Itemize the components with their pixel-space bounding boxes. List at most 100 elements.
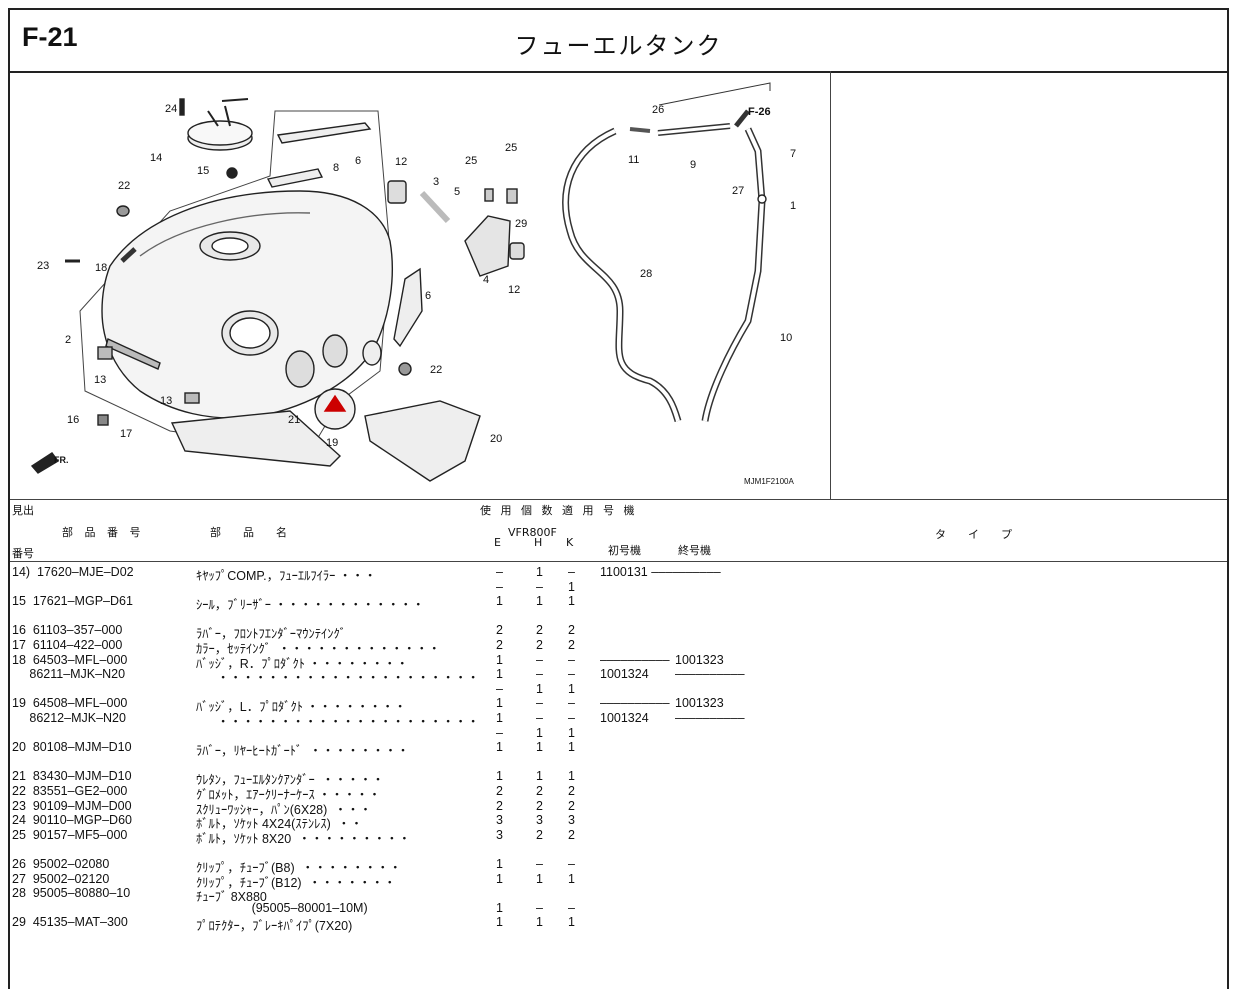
row-qty-h: – [536,667,543,682]
svg-text:25: 25 [465,155,477,167]
svg-text:23: 23 [37,260,49,272]
row-last-frame: 1001323 [675,652,724,667]
svg-text:20: 20 [490,433,502,445]
row-qty-e: 1 [496,740,503,755]
row-qty-h: – [536,857,543,871]
row-qty-e: – [496,579,503,594]
row-qty-k: 1 [568,871,575,886]
row-part-name: ・・・・・・・・・・・・・・・・・・・・・ [196,715,480,729]
row-qty-e: – [496,565,503,579]
row-part-number: 25 90157–MF5–000 [12,827,128,842]
row-part-name: ｽｸﾘｭｰﾜｯｼｬｰ，ﾊﾟﾝ(6X28) ・・・ [196,802,372,817]
figure-code: F-21 [22,22,78,52]
svg-text:13: 13 [94,374,106,386]
row-qty-h: – [536,579,543,594]
row-qty-h: 1 [536,681,543,696]
row-qty-e: 1 [496,857,503,871]
svg-text:5: 5 [454,186,460,198]
row-part-number: 14) 17620–MJE–D02 [12,565,134,579]
row-qty-h: 1 [536,740,543,755]
row-qty-k: 3 [568,813,575,828]
diagram-blank-area [831,71,1227,499]
svg-text:1: 1 [790,200,796,212]
svg-text:2: 2 [65,334,71,346]
row-part-number: 86212–MJK–N20 [12,711,126,725]
page-title: フューエルタンク [514,32,723,60]
row-qty-k: 2 [568,827,575,842]
row-qty-e: 1 [496,871,503,886]
row-part-number: 18 64503–MFL–000 [12,652,128,667]
row-qty-e: 2 [496,784,503,798]
row-part-name: ﾊﾞｯｼﾞ，L．ﾌﾟﾛﾀﾞｸﾄ ・・・・・・・・ [196,700,407,715]
svg-text:14: 14 [150,152,162,164]
svg-text:26: 26 [652,104,664,116]
row-qty-e: 2 [496,798,503,813]
row-qty-h: 2 [536,784,543,798]
svg-text:17: 17 [120,428,132,440]
divider [10,561,1227,562]
row-qty-e: 1 [496,652,503,667]
row-part-name: ｸﾘｯﾌﾟ，ﾁｭｰﾌﾞ(B8) ・・・・・・・・ [196,861,402,875]
row-first-frame: 1100131 –––––––––– [600,565,721,579]
row-qty-k: – [568,711,575,725]
row-part-name: ｼｰﾙ，ﾌﾞﾘｰｻﾞｰ ・・・・・・・・・・・・ [196,598,425,613]
row-qty-e: 1 [496,594,503,609]
col-h: H [534,536,543,549]
row-part-name: ﾎﾞﾙﾄ，ｿｹｯﾄ 4X24(ｽﾃﾝﾚｽ) ・・ [196,817,363,832]
row-qty-k: – [568,900,575,915]
row-qty-h: 3 [536,813,543,828]
row-qty-e: 2 [496,638,503,652]
row-qty-h: 2 [536,798,543,813]
svg-text:11: 11 [628,154,639,166]
col-k: K [566,536,574,549]
svg-text:16: 16 [67,414,79,426]
svg-text:3: 3 [433,176,439,188]
svg-text:12: 12 [395,156,407,168]
row-qty-k: 2 [568,784,575,798]
svg-text:21: 21 [288,414,300,426]
svg-text:4: 4 [483,274,489,286]
row-part-name: ﾊﾞｯｼﾞ，R．ﾌﾟﾛﾀﾞｸﾄ ・・・・・・・・ [196,656,409,671]
row-qty-k: – [568,857,575,871]
row-qty-e: 1 [496,711,503,725]
svg-text:10: 10 [780,332,792,344]
row-qty-k: 2 [568,623,575,638]
row-part-name: ﾁｭｰﾌﾞ 8X880 [196,890,267,905]
svg-text:FR.: FR. [54,455,69,465]
row-part-number: 29 45135–MAT–300 [12,915,128,930]
row-part-number: 22 83551–GE2–000 [12,784,128,798]
svg-text:29: 29 [515,218,527,230]
row-first-frame: –––––––––– [600,652,670,667]
row-qty-h: 1 [536,594,543,609]
row-part-name: ﾌﾟﾛﾃｸﾀｰ，ﾌﾞﾚｰｷﾊﾟｲﾌﾟ(7X20) [196,919,353,934]
row-qty-k: 2 [568,798,575,813]
row-part-number: 26 95002–02080 [12,857,110,871]
svg-text:22: 22 [430,364,442,376]
svg-text:28: 28 [640,268,652,280]
midashi-label: 見出 [12,504,34,517]
svg-text:12: 12 [508,284,520,296]
usage-header: 使 用 個 数 適 用 号 機 [480,504,638,517]
svg-text:24: 24 [165,103,177,115]
row-last-frame: 1001323 [675,696,724,711]
row-qty-k: 1 [568,915,575,930]
row-qty-h: 1 [536,871,543,886]
row-qty-h: 2 [536,827,543,842]
row-qty-h: 1 [536,565,543,579]
row-part-number: 86211–MJK–N20 [12,667,126,682]
row-qty-k: 1 [568,681,575,696]
row-qty-h: – [536,711,543,725]
row-qty-k: – [568,652,575,667]
svg-text:8: 8 [333,162,339,174]
column-headers: 見出 番号 部 品 番 号 部 品 名 使 用 個 数 適 用 号 機 VFR8… [10,500,1227,562]
svg-text:7: 7 [790,148,796,160]
svg-text:9: 9 [690,159,696,171]
row-part-name: ﾎﾞﾙﾄ，ｿｹｯﾄ 8X20 ・・・・・・・・・ [196,831,411,846]
row-part-name: ﾗﾊﾞｰ，ﾘﾔｰﾋｰﾄｶﾞｰﾄﾞ ・・・・・・・・ [196,744,410,759]
row-qty-h: 1 [536,769,543,784]
part-name-header: 部 品 名 [210,526,287,539]
svg-text:22: 22 [118,180,130,192]
row-part-name: ﾗﾊﾞｰ，ﾌﾛﾝﾄﾌｴﾝﾀﾞｰﾏｳﾝﾃｲﾝｸﾞ [196,627,347,642]
model-header: VFR800F [508,526,557,539]
svg-text:15: 15 [197,165,209,177]
